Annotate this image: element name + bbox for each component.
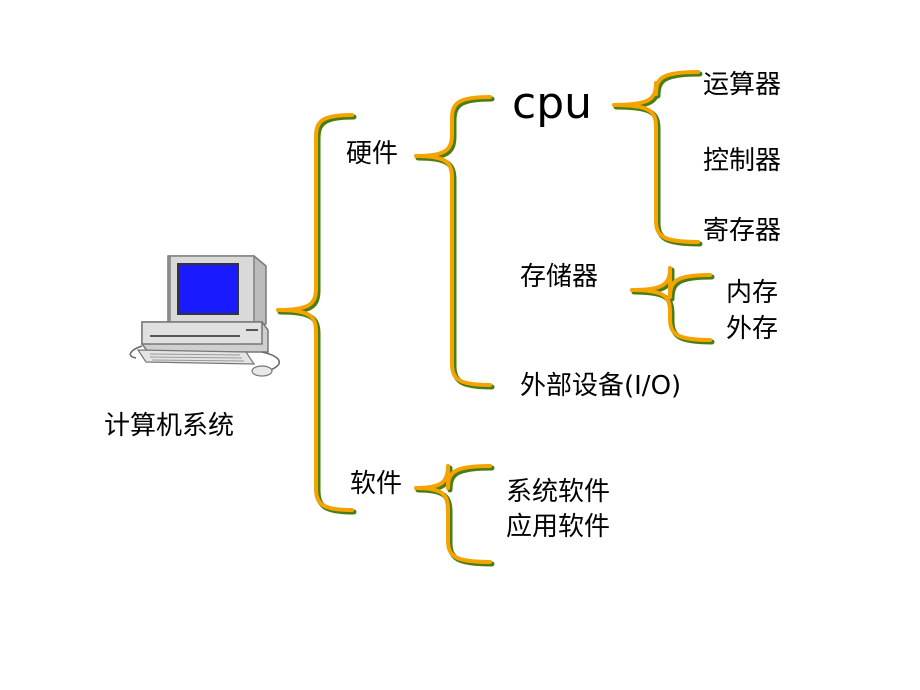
- brace-software: [414, 464, 495, 567]
- cpu-child-controller: 控制器: [703, 146, 782, 176]
- peripherals-label: 外部设备(I/O): [520, 371, 682, 401]
- cpu-label: cpu: [512, 78, 593, 129]
- brace-cpu: [612, 70, 703, 247]
- brace-root: [276, 113, 357, 515]
- cpu-child-alu: 运算器: [703, 70, 782, 100]
- software-child-system: 系统软件: [506, 477, 611, 507]
- monitor-screen: [177, 263, 239, 315]
- mouse-icon: [251, 365, 273, 377]
- cpu-child-register: 寄存器: [703, 216, 782, 246]
- software-child-application: 应用软件: [506, 512, 611, 542]
- desktop-computer-icon: [129, 255, 280, 377]
- storage-child-memory: 内存: [726, 278, 779, 308]
- software-label: 软件: [350, 469, 403, 499]
- root-label: 计算机系统: [104, 411, 235, 441]
- storage-label: 存储器: [520, 262, 599, 292]
- brace-hardware: [414, 95, 495, 390]
- hardware-label: 硬件: [346, 139, 399, 169]
- storage-child-external: 外存: [726, 314, 779, 344]
- brace-storage: [630, 266, 715, 345]
